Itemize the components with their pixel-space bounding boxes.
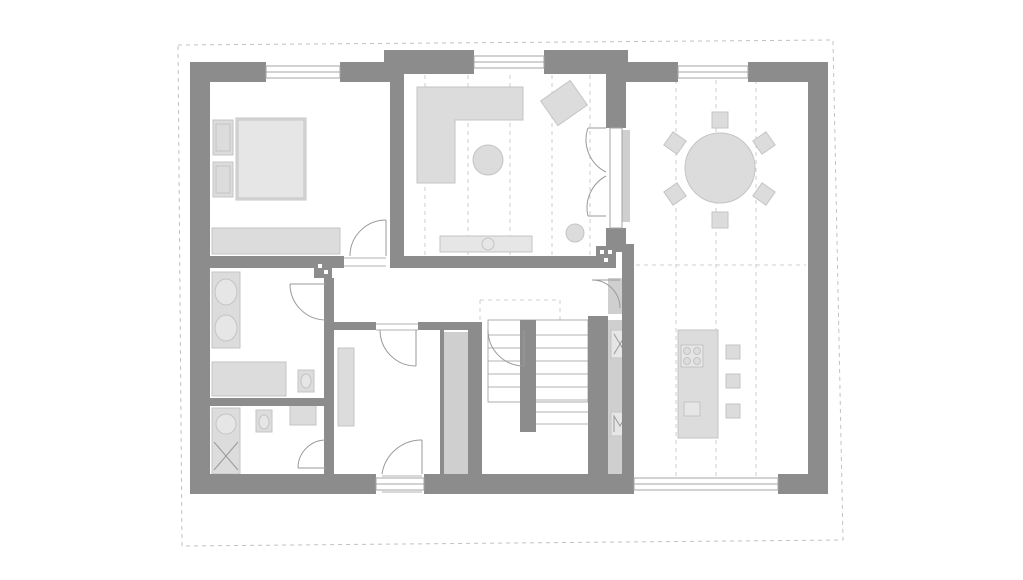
dining-chair	[663, 131, 687, 155]
door-arc	[585, 127, 607, 173]
door-swing-icon	[289, 283, 327, 321]
door-arc	[297, 439, 327, 469]
pillar-dot	[600, 250, 604, 254]
wall-hall-closet-right	[468, 322, 482, 474]
door-swing-icon	[487, 329, 525, 367]
wall-stair-right	[588, 316, 608, 474]
pillar-dot	[324, 270, 328, 274]
door-swing-icon	[591, 279, 621, 309]
round-coffee-table	[472, 144, 504, 176]
door-arc	[379, 329, 417, 367]
bed-headboard	[237, 119, 305, 199]
wall-top-left-mid	[340, 62, 390, 82]
wall-hall-closet-left	[440, 330, 444, 474]
toilet-bowl	[258, 414, 270, 430]
dining-chair	[711, 111, 729, 129]
wall-stair-left	[520, 320, 536, 432]
washbasin-bowl	[214, 278, 238, 306]
shower-drain	[215, 413, 237, 435]
l-shaped-sofa	[416, 86, 524, 184]
pillar-dot	[608, 250, 612, 254]
wall-bottom-right	[778, 474, 828, 494]
dining-chair	[663, 182, 687, 206]
wall-left	[190, 62, 210, 494]
burner	[693, 347, 701, 355]
tv-console-knob	[481, 237, 495, 251]
burner	[683, 357, 691, 365]
hall-closet	[442, 332, 468, 474]
floor-lamp	[565, 223, 585, 243]
sink	[683, 401, 701, 417]
wall-bath-hall	[324, 278, 334, 474]
doors	[289, 127, 621, 475]
round-dining-table	[684, 132, 756, 204]
wall-dining-corridor	[622, 244, 634, 494]
window-icon	[375, 477, 425, 491]
wall-living-bottom	[390, 256, 606, 268]
door-arc	[349, 219, 387, 257]
wall-right	[808, 62, 828, 494]
furniture-layer	[211, 79, 776, 475]
window-icon	[473, 55, 545, 69]
bathtub	[211, 361, 287, 397]
walls	[190, 50, 828, 494]
window-icon	[265, 65, 341, 79]
window-icon	[609, 127, 623, 229]
toilet-bowl	[300, 373, 312, 389]
door-swing-icon	[379, 329, 417, 367]
washbasin-bowl	[214, 314, 238, 342]
door-arc	[381, 439, 423, 475]
wall-bath-wc	[210, 398, 324, 406]
door-arc	[487, 329, 525, 367]
coat-rack	[337, 347, 355, 427]
pillow	[215, 165, 231, 194]
boundary-line	[177, 39, 844, 547]
door-swing-icon	[349, 219, 387, 257]
bar-stool	[725, 403, 741, 419]
pillar-dot	[318, 264, 322, 268]
openings	[344, 257, 422, 493]
door-swing-icon	[297, 439, 327, 469]
pillow	[215, 123, 231, 152]
outer-boundary	[177, 39, 844, 547]
pillar	[596, 246, 616, 268]
pillar-details	[318, 250, 612, 274]
window-icon	[633, 477, 779, 491]
windows	[265, 55, 779, 491]
window-frame	[609, 127, 623, 229]
door-swing-icon	[585, 127, 607, 173]
wall-bedroom-bottom	[210, 256, 344, 268]
staircase-icon	[487, 319, 589, 425]
wall-bottom-left	[190, 474, 376, 494]
door-swing-icon	[381, 439, 423, 475]
shower-glass	[213, 441, 239, 471]
door-arc	[289, 283, 327, 321]
burner	[683, 347, 691, 355]
pillar	[314, 260, 332, 278]
burner	[693, 357, 701, 365]
wall-top-dining	[626, 62, 678, 82]
door-arc	[586, 175, 607, 217]
bar-stool	[725, 344, 741, 360]
wall-bottom-mid	[424, 474, 634, 494]
wall-hall-top	[334, 322, 376, 330]
window-icon	[677, 65, 749, 79]
wall-hall-top-mid	[418, 322, 480, 330]
dining-chair	[752, 131, 776, 155]
dining-chair	[752, 182, 776, 206]
bar-stool	[725, 373, 741, 389]
wall-bedroom-living	[390, 62, 404, 266]
small-washbasin	[289, 404, 317, 426]
door-swing-icon	[586, 175, 607, 217]
armchair	[539, 79, 589, 127]
pillar-dot	[604, 258, 608, 262]
dining-chair	[711, 211, 729, 229]
wall-living-dining	[606, 62, 626, 128]
wardrobe	[211, 227, 341, 255]
